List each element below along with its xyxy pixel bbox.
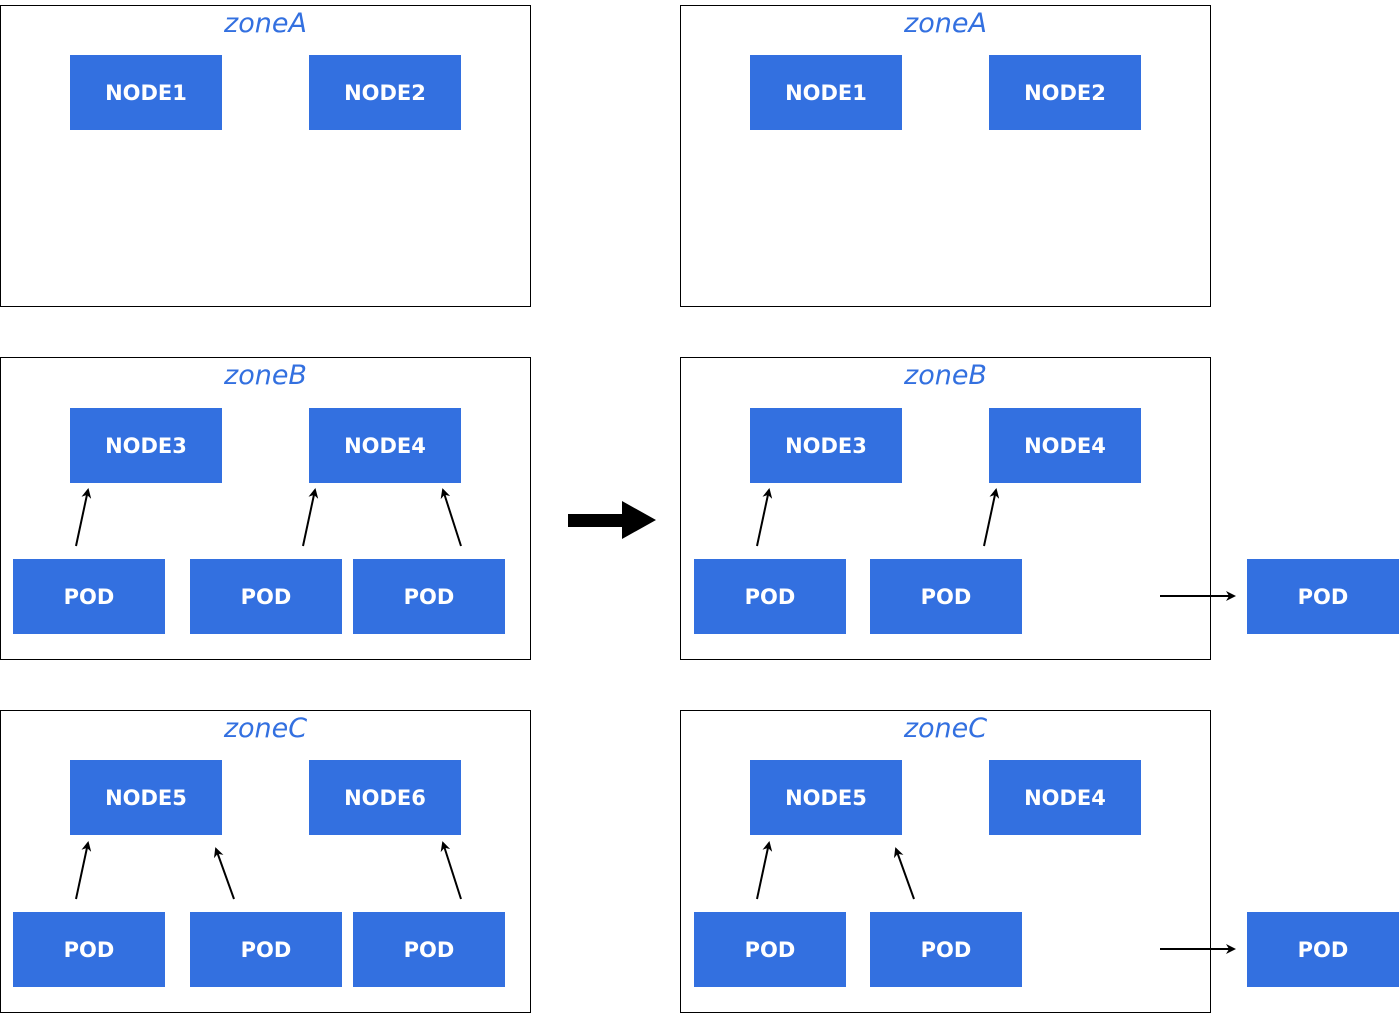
transition-arrow-icon: [568, 501, 656, 539]
zone-label: zoneC: [223, 713, 308, 744]
node-box: NODE3: [70, 408, 222, 483]
zone-label: zoneB: [904, 360, 987, 391]
right-zone-a: zoneA: [680, 5, 1211, 307]
node-box: NODE5: [750, 760, 902, 835]
pod-box: POD: [694, 559, 846, 634]
pod-box: POD: [870, 912, 1022, 987]
evicted-pod-box: POD: [1247, 912, 1399, 987]
node-box: NODE1: [70, 55, 222, 130]
pod-box: POD: [694, 912, 846, 987]
node-box: NODE1: [750, 55, 902, 130]
pod-box: POD: [13, 912, 165, 987]
pod-box: POD: [190, 912, 342, 987]
node-box: NODE2: [989, 55, 1141, 130]
node-box: NODE4: [989, 408, 1141, 483]
pod-box: POD: [353, 912, 505, 987]
zone-label: zoneA: [224, 8, 307, 39]
pod-box: POD: [190, 559, 342, 634]
node-box: NODE2: [309, 55, 461, 130]
zone-label: zoneB: [224, 360, 307, 391]
node-box: NODE6: [309, 760, 461, 835]
left-zone-a: zoneA: [0, 5, 531, 307]
zone-label: zoneA: [904, 8, 987, 39]
pod-box: POD: [13, 559, 165, 634]
pod-box: POD: [353, 559, 505, 634]
evicted-pod-box: POD: [1247, 559, 1399, 634]
zone-label: zoneC: [903, 713, 988, 744]
node-box: NODE4: [309, 408, 461, 483]
pod-box: POD: [870, 559, 1022, 634]
node-box: NODE4: [989, 760, 1141, 835]
node-box: NODE3: [750, 408, 902, 483]
node-box: NODE5: [70, 760, 222, 835]
